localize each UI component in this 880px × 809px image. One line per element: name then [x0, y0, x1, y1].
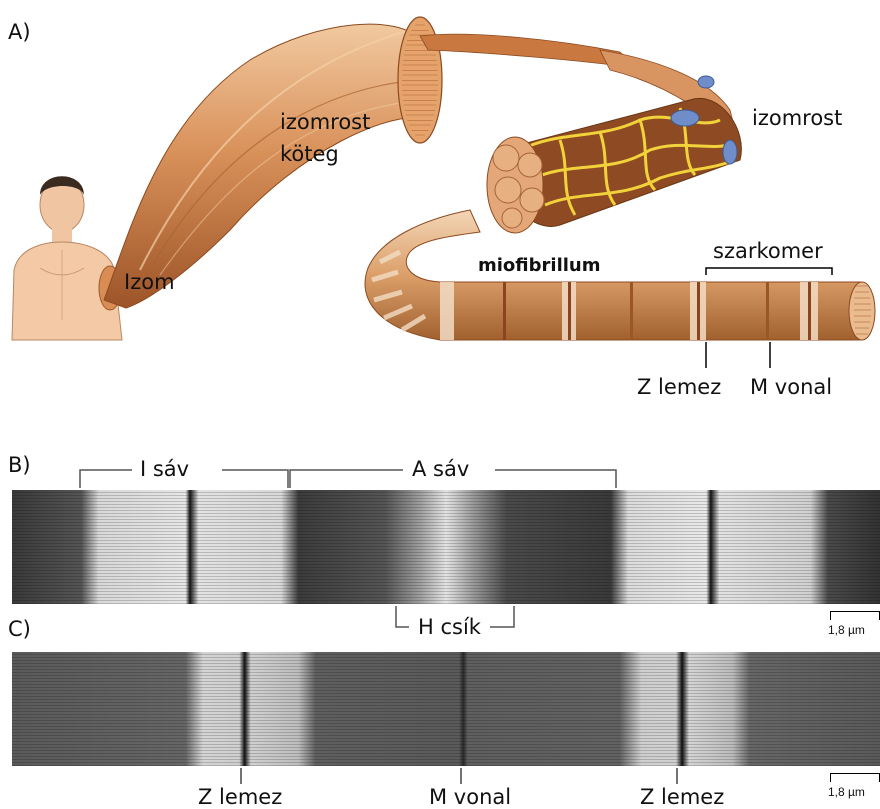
- label-i-sav: I sáv: [140, 459, 189, 480]
- label-szarkomer: szarkomer: [713, 241, 823, 262]
- label-izom: Izom: [124, 272, 175, 293]
- scale-label-c: 1,8 µm: [828, 785, 865, 799]
- label-z-lemez-a: Z lemez: [637, 377, 721, 398]
- label-m-vonal-c: M vonal: [429, 787, 511, 808]
- em-micrograph-c: [12, 652, 880, 766]
- label-h-csik: H csík: [418, 617, 481, 638]
- label-miofibrillum: miofibrillum: [478, 257, 600, 275]
- scale-label-b: 1,8 µm: [828, 623, 865, 637]
- panel-label-b: B): [8, 455, 31, 476]
- label-izomrost-koteg-1: izomrost: [280, 112, 370, 133]
- label-z-lemez-c-right: Z lemez: [640, 787, 724, 808]
- panel-label-a: A): [8, 22, 31, 43]
- myofibril: [365, 210, 875, 368]
- label-z-lemez-c-left: Z lemez: [198, 787, 282, 808]
- label-a-sav: A sáv: [412, 459, 469, 480]
- panel-label-c: C): [8, 619, 31, 640]
- human-figure: [12, 176, 122, 340]
- label-m-vonal-a: M vonal: [750, 377, 832, 398]
- muscle-fiber: [487, 76, 741, 233]
- label-izomrost-koteg-2: köteg: [280, 144, 339, 165]
- pointer-lines-c: [241, 768, 677, 784]
- label-izomrost: izomrost: [752, 108, 842, 129]
- em-micrograph-b: [12, 490, 880, 604]
